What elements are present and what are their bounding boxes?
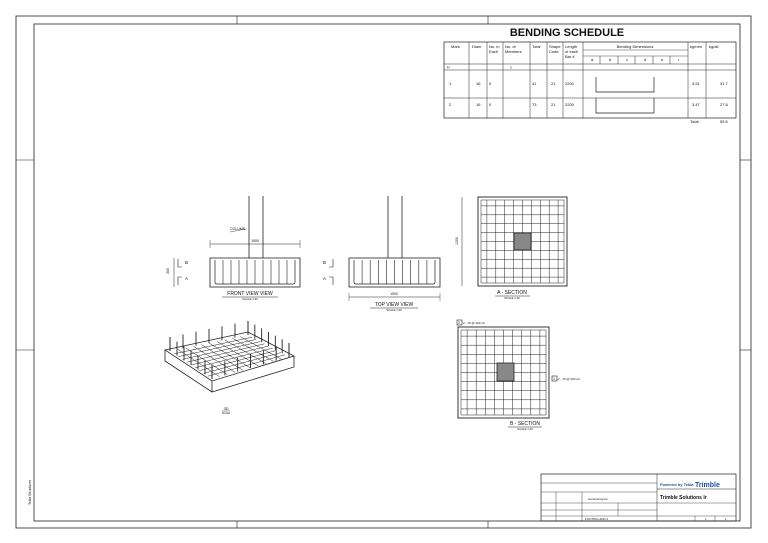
marker-d: 1 — [553, 377, 555, 381]
dim-300: 300 — [166, 268, 170, 274]
hdr-bending-dims: Bending Dimensions — [617, 44, 654, 49]
border-ticks — [16, 16, 751, 528]
marker-a-right: A — [323, 276, 326, 281]
hdr-each-2: Each — [489, 49, 498, 54]
iso-label: 3D — [223, 406, 228, 411]
hdr-each-1: No. in — [489, 44, 499, 49]
svg-text:1: 1 — [449, 81, 452, 86]
section-b: 2 2 - 16 @ 200 c/c 1 2 - 16 @ 200 c/c B … — [456, 319, 581, 431]
marker-b-left: B — [185, 260, 188, 265]
schedule-row-1: 1 16 0 41 21 2200 3.51 31.7 — [449, 77, 729, 93]
svg-text:73: 73 — [532, 102, 537, 107]
hdr-length-1: Length — [565, 44, 577, 49]
svg-text:27.8: 27.8 — [720, 102, 729, 107]
hdr-diam: Diam — [472, 44, 482, 49]
svg-text:3.51: 3.51 — [692, 81, 701, 86]
rebar-line — [240, 336, 282, 360]
hdr-kg-mm: kg/mm — [690, 44, 703, 49]
section-a-label: A - SECTION — [497, 290, 527, 296]
marker-a-left: A — [185, 276, 188, 281]
sub-row-h: H — [447, 66, 450, 70]
svg-text:2200: 2200 — [565, 102, 575, 107]
hdr-length-3: Bar # — [565, 54, 575, 59]
svg-text:16: 16 — [476, 81, 481, 86]
hdr-members-1: No. of — [505, 44, 517, 49]
section-b-label: B - SECTION — [510, 421, 540, 427]
drawing-name: General layout — [588, 497, 608, 501]
rebar-line — [195, 347, 273, 369]
total-value: 59.5 — [720, 119, 729, 124]
rebar-line — [224, 339, 267, 364]
hdr-total: Total — [532, 44, 541, 49]
total-label: Total: — [690, 119, 700, 124]
dim-1900-front: 1900 — [251, 239, 259, 243]
rebar-note-1: 2 - 16 @ 200 c/c — [463, 321, 486, 325]
front-view: COLUMN 1900 300 B A FRONT VIEW VIEW SCAL… — [166, 196, 301, 301]
outer-border — [15, 15, 752, 529]
iso-scale: SCALE — [222, 412, 231, 415]
rebar-line — [190, 345, 269, 366]
rebar-line — [203, 352, 281, 374]
rev-no: 1 — [725, 517, 727, 521]
hdr-dim-d: d — [644, 57, 646, 62]
isometric-view: 3D SCALE — [163, 321, 296, 415]
sheet-no: 1 — [705, 517, 707, 521]
dim-1900-top: 1900 — [390, 292, 398, 296]
hdr-mark: Mark — [451, 44, 460, 49]
hdr-shape-1: Shape — [549, 44, 561, 49]
drawing-no: FOOTING ADD 2 — [585, 517, 609, 521]
hdr-dim-b: b — [609, 57, 612, 62]
svg-text:0: 0 — [489, 81, 492, 86]
hdr-dim-c: c — [626, 57, 628, 62]
inner-border — [33, 23, 741, 522]
svg-text:2200: 2200 — [565, 81, 575, 86]
hdr-length-2: of each — [565, 49, 578, 54]
trimble-logo: Trimble — [695, 482, 720, 489]
schedule-title: BENDING SCHEDULE — [510, 27, 624, 39]
svg-text:3.47: 3.47 — [692, 102, 701, 107]
svg-text:0: 0 — [489, 102, 492, 107]
hdr-dim-e: e — [661, 57, 664, 62]
section-a: 1200 A - SECTION SCALE 1:40 — [455, 196, 568, 300]
schedule-row-2: 2 16 0 73 21 2200 3.47 27.8 — [449, 98, 729, 114]
front-view-scale: SCALE 1:40 — [242, 297, 258, 301]
svg-text:21: 21 — [551, 102, 556, 107]
sub-row-1: 1 — [510, 66, 512, 70]
top-view-label: TOP VIEW VIEW — [375, 302, 414, 308]
column-note: COLUMN — [230, 227, 246, 231]
svg-text:16: 16 — [476, 102, 481, 107]
svg-text:21: 21 — [551, 81, 556, 86]
company-name: Trimble Solutions Ir — [660, 495, 707, 501]
column-section-b — [496, 362, 515, 382]
hdr-shape-2: Code — [549, 49, 559, 54]
side-note: Tekla Structures — [28, 480, 32, 505]
top-view: B A 1900 TOP VIEW VIEW SCALE 1:40 — [323, 196, 441, 312]
hdr-kg-all: kg/all — [709, 44, 718, 49]
top-view-scale: SCALE 1:40 — [386, 308, 402, 312]
front-view-label: FRONT VIEW VIEW — [227, 291, 273, 297]
rebar-line — [232, 337, 274, 362]
svg-text:31.7: 31.7 — [720, 81, 729, 86]
svg-text:41: 41 — [532, 81, 537, 86]
svg-text:2: 2 — [449, 102, 452, 107]
section-a-scale: SCALE 1:40 — [504, 296, 520, 300]
hdr-dim-a: a — [591, 57, 594, 62]
powered-by: Powered by Tekla — [660, 482, 694, 487]
rebar-note-2: 2 - 16 @ 200 c/c — [558, 377, 581, 381]
dim-1200: 1200 — [455, 237, 459, 245]
hdr-members-2: Members — [505, 49, 522, 54]
hdr-dim-r: r — [678, 57, 680, 62]
bending-schedule: BENDING SCHEDULE Mark Diam — [443, 27, 737, 124]
column-section-a — [513, 232, 532, 251]
rebar-line — [216, 341, 259, 367]
marker-b-right: B — [323, 260, 326, 265]
section-b-scale: SCALE 1:40 — [517, 427, 533, 431]
title-block: Powered by Tekla Trimble Trimble Solutio… — [540, 473, 737, 522]
rebar-line — [207, 354, 285, 377]
marker-c: 2 — [458, 321, 460, 325]
